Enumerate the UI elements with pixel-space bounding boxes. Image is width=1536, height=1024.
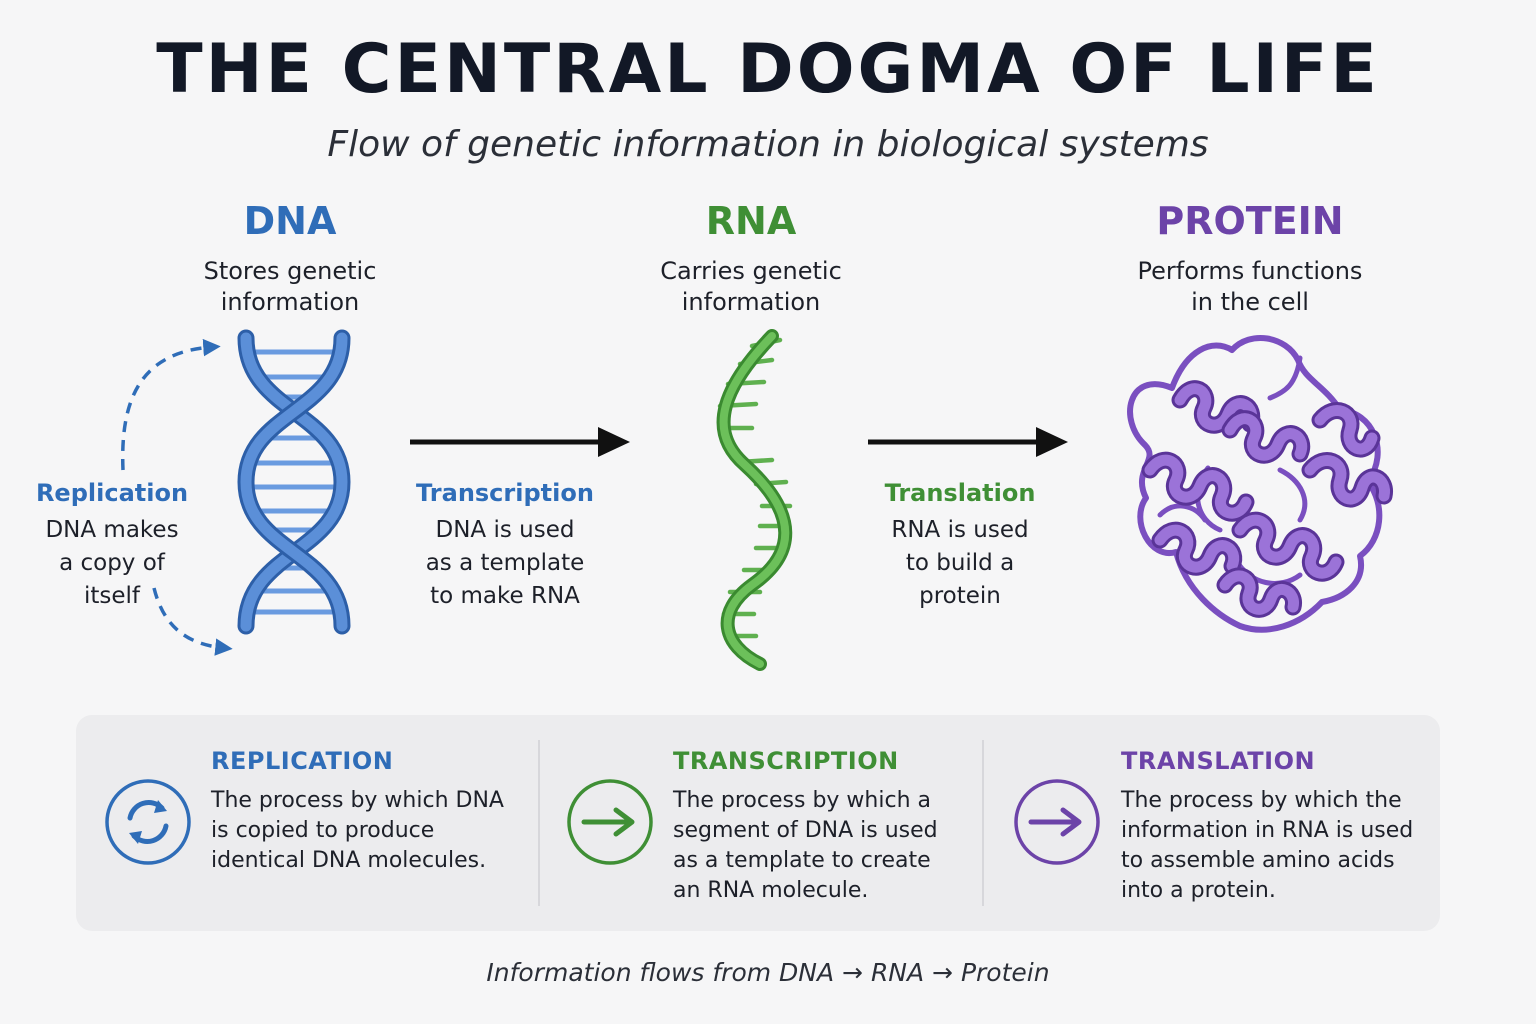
process-desc-line: itself xyxy=(83,583,141,609)
stage-rna-name: RNA xyxy=(705,199,797,243)
stage-dna: DNA Stores genetic information xyxy=(110,198,470,318)
definition-line: as a template to create xyxy=(673,848,931,873)
stage-protein-desc-line: Performs functions xyxy=(1137,257,1363,285)
process-replication-desc: DNA makes a copy of itself xyxy=(0,514,232,613)
process-transcription: Transcription DNA is used as a template … xyxy=(385,478,625,613)
page-title: THE CENTRAL DOGMA OF LIFE xyxy=(156,30,1380,109)
replication-arrow-bottom xyxy=(152,587,233,656)
stage-rna-desc-line: Carries genetic xyxy=(660,257,842,285)
definition-line: is copied to produce xyxy=(211,818,435,843)
stage-dna-desc-line: Stores genetic xyxy=(203,257,377,285)
stage-protein-desc-line: in the cell xyxy=(1191,288,1309,316)
transcription-flow-arrow xyxy=(410,427,630,457)
process-translation-desc: RNA is used to build a protein xyxy=(840,514,1080,613)
stage-rna-desc-line: information xyxy=(681,288,821,316)
page-subtitle: Flow of genetic information in biologica… xyxy=(327,124,1209,165)
process-desc-line: DNA makes xyxy=(45,517,179,543)
definition-line: The process by which DNA xyxy=(211,788,504,813)
definition-replication-body: The process by which DNA is copied to pr… xyxy=(211,786,531,876)
definition-line: an RNA molecule. xyxy=(673,878,869,903)
definition-line: The process by which the xyxy=(1121,788,1402,813)
refresh-cycle-icon xyxy=(105,779,191,865)
stage-rna: RNA Carries genetic information xyxy=(571,198,931,318)
definition-transcription: TRANSCRIPTION The process by which a seg… xyxy=(673,746,993,906)
definitions-panel xyxy=(76,715,1440,931)
panel-divider xyxy=(982,740,984,906)
process-desc-line: to build a xyxy=(905,550,1015,576)
translation-flow-arrow xyxy=(868,427,1068,457)
replication-arrow-top xyxy=(120,338,221,471)
stage-rna-desc: Carries genetic information xyxy=(571,256,931,318)
definition-replication: REPLICATION The process by which DNA is … xyxy=(211,746,531,876)
central-dogma-illustration xyxy=(120,329,1393,671)
panel-divider xyxy=(538,740,540,906)
definition-translation-body: The process by which the information in … xyxy=(1121,786,1441,906)
process-transcription-name: Transcription xyxy=(416,479,594,507)
process-replication-name: Replication xyxy=(35,479,189,507)
transcription-arrow-icon xyxy=(567,779,653,865)
process-replication: Replication DNA makes a copy of itself xyxy=(0,478,232,613)
definition-translation-title: TRANSLATION xyxy=(1121,747,1316,775)
dna-helix-icon xyxy=(237,329,351,635)
definition-transcription-body: The process by which a segment of DNA is… xyxy=(673,786,993,906)
process-translation: Translation RNA is used to build a prote… xyxy=(840,478,1080,613)
stage-protein-desc: Performs functions in the cell xyxy=(1070,256,1430,318)
protein-structure-icon xyxy=(1127,334,1393,633)
process-desc-line: as a template xyxy=(425,550,585,576)
translation-arrow-icon xyxy=(1014,779,1100,865)
definition-line: to assemble amino acids xyxy=(1121,848,1395,873)
definition-line: segment of DNA is used xyxy=(673,818,938,843)
process-desc-line: protein xyxy=(919,583,1001,609)
rna-strand-icon xyxy=(716,329,793,671)
definition-translation: TRANSLATION The process by which the inf… xyxy=(1121,746,1441,906)
process-desc-line: to make RNA xyxy=(430,583,580,609)
stage-dna-name: DNA xyxy=(243,199,337,243)
stage-protein-name: PROTEIN xyxy=(1156,199,1344,243)
process-desc-line: DNA is used xyxy=(435,517,575,543)
stage-dna-desc: Stores genetic information xyxy=(110,256,470,318)
definition-transcription-title: TRANSCRIPTION xyxy=(673,747,899,775)
process-translation-name: Translation xyxy=(884,479,1036,507)
definition-replication-title: REPLICATION xyxy=(211,747,394,775)
footer-caption: Information flows from DNA → RNA → Prote… xyxy=(486,958,1050,987)
process-desc-line: RNA is used xyxy=(891,517,1029,543)
definition-line: The process by which a xyxy=(673,788,931,813)
definition-line: information in RNA is used xyxy=(1121,818,1414,843)
process-transcription-desc: DNA is used as a template to make RNA xyxy=(385,514,625,613)
definition-line: into a protein. xyxy=(1121,878,1276,903)
process-desc-line: a copy of xyxy=(59,550,165,576)
definition-line: identical DNA molecules. xyxy=(211,848,487,873)
stage-protein: PROTEIN Performs functions in the cell xyxy=(1070,198,1430,318)
stage-dna-desc-line: information xyxy=(220,288,360,316)
